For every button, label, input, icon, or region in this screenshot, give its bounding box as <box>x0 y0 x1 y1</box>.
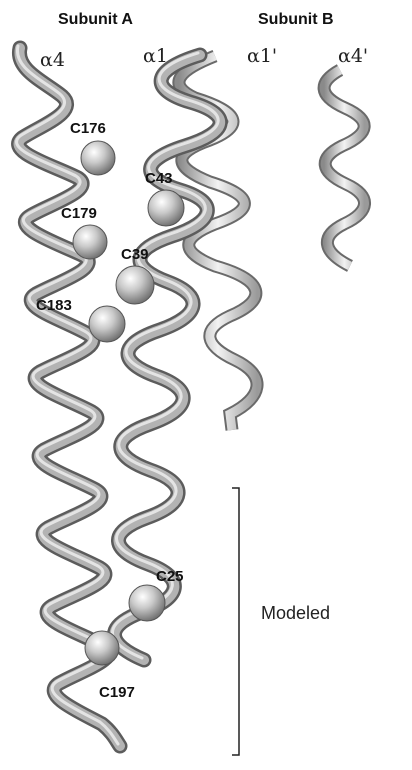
cys-label-c39: C39 <box>121 246 149 263</box>
cys-label-c43: C43 <box>145 170 173 187</box>
cys-c25-sphere <box>128 584 166 622</box>
cys-c43-sphere <box>147 189 185 227</box>
helix-label-a1: α1 <box>143 45 168 67</box>
modeled-label: Modeled <box>261 603 330 623</box>
cys-c197-sphere <box>84 630 120 666</box>
cys-c183-sphere <box>88 305 126 343</box>
cys-label-c197: C197 <box>99 684 135 701</box>
cys-label-c183: C183 <box>36 297 72 314</box>
helix-label-a4-prime: α4' <box>338 45 368 67</box>
cys-c179-sphere <box>72 224 108 260</box>
cys-label-c25: C25 <box>156 568 184 585</box>
helix-a1-prime-ribbon <box>172 49 264 431</box>
cys-c176-sphere <box>80 140 116 176</box>
cys-label-c179: C179 <box>61 205 97 222</box>
cys-label-c176: C176 <box>70 120 106 137</box>
cys-c39-sphere <box>115 265 155 305</box>
helix-a4-prime-ribbon <box>317 64 371 272</box>
helix-label-a4: α4 <box>40 49 65 71</box>
subunit-b-title: Subunit B <box>258 11 334 28</box>
modeled-bracket <box>232 487 240 756</box>
subunit-a-title: Subunit A <box>58 11 133 28</box>
helix-label-a1-prime: α1' <box>247 45 277 67</box>
helix-a1-tube <box>107 47 228 668</box>
